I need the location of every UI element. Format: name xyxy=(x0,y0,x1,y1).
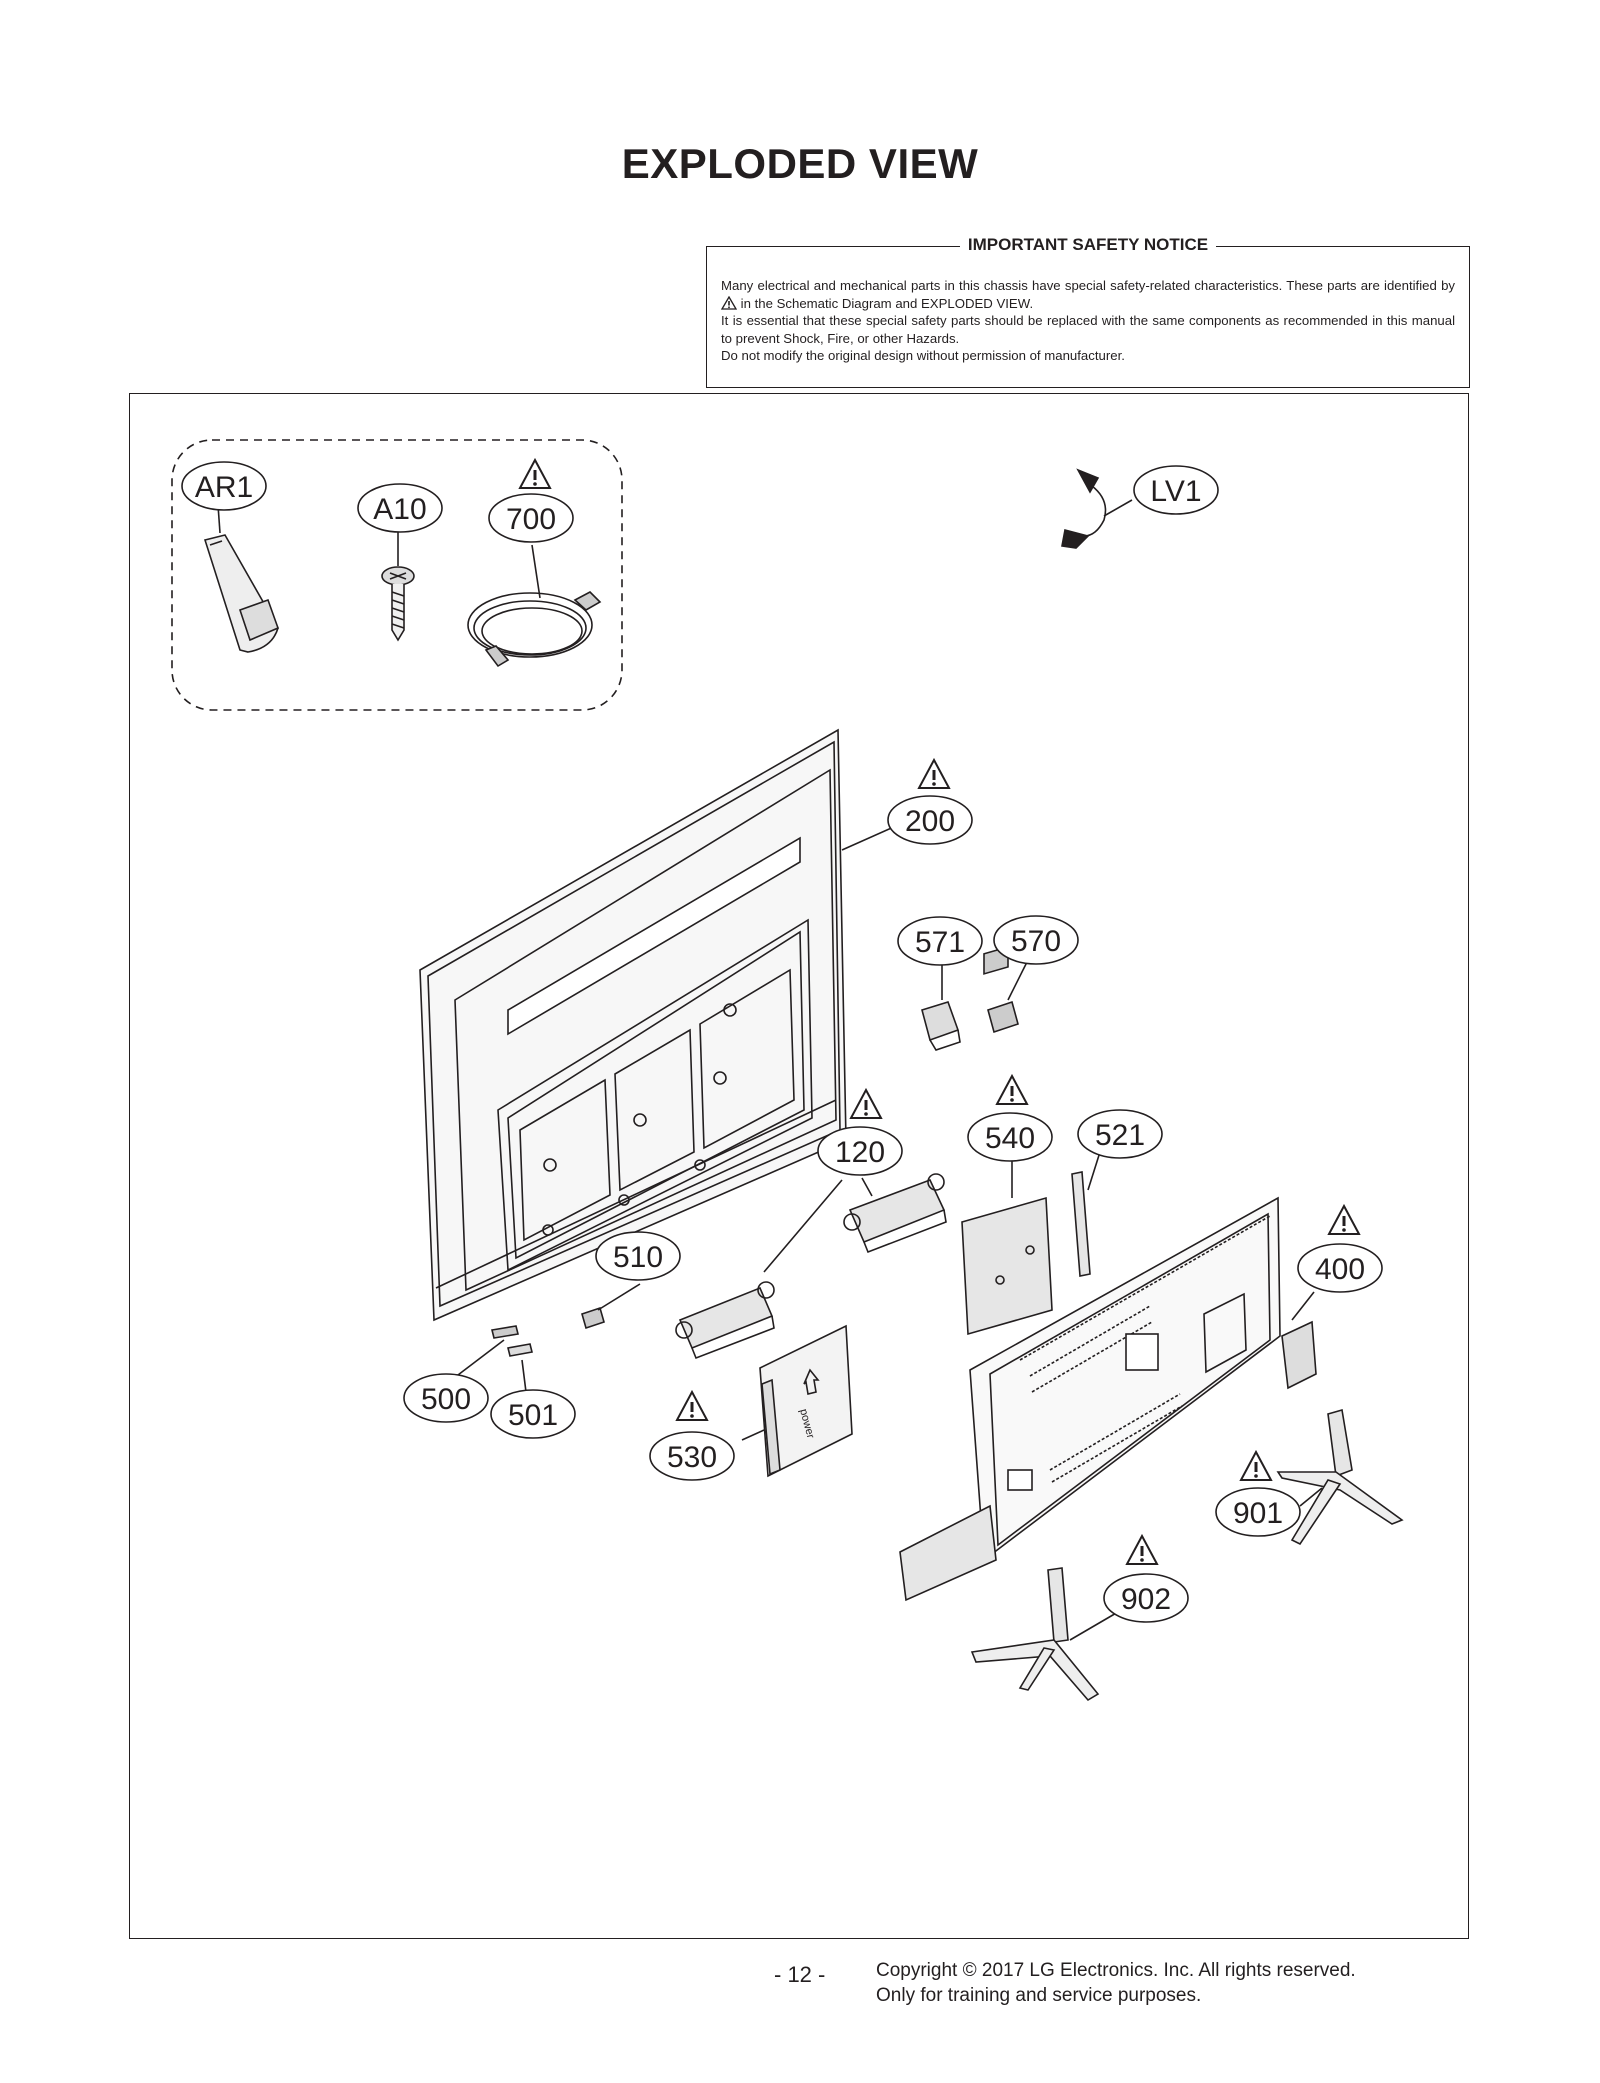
warning-icon xyxy=(1327,1204,1361,1236)
label-ar1: AR1 xyxy=(195,471,253,504)
warning-icon xyxy=(1239,1450,1273,1482)
callout-a10 xyxy=(357,483,443,533)
label-500: 500 xyxy=(421,1383,471,1416)
front-cabinet-part xyxy=(899,1196,1317,1602)
warning-icon xyxy=(849,1088,883,1120)
small-part-501 xyxy=(507,1343,533,1357)
label-501: 501 xyxy=(508,1399,558,1432)
warning-icon xyxy=(721,295,737,310)
stand-part-right xyxy=(1276,1408,1404,1546)
footer-copyright: Copyright © 2017 LG Electronics. Inc. Al… xyxy=(876,1958,1356,2008)
label-901: 901 xyxy=(1233,1497,1283,1530)
callout-521 xyxy=(1077,1109,1163,1159)
callout-540 xyxy=(967,1112,1053,1162)
screw-part xyxy=(381,566,415,642)
page-number: - 12 - xyxy=(774,1962,826,1987)
label-530: 530 xyxy=(667,1441,717,1474)
training-line: Only for training and service purposes. xyxy=(876,1985,1202,2006)
warning-icon xyxy=(518,458,552,490)
callout-570 xyxy=(993,915,1079,965)
power-board-part: power xyxy=(759,1324,853,1478)
small-part-500 xyxy=(491,1325,519,1339)
callout-500 xyxy=(403,1373,489,1423)
label-200: 200 xyxy=(905,805,955,838)
label-120: 120 xyxy=(835,1136,885,1169)
label-521: 521 xyxy=(1095,1119,1145,1152)
remote-control-part xyxy=(203,534,280,653)
safety-notice-title: IMPORTANT SAFETY NOTICE xyxy=(959,235,1217,254)
callout-571 xyxy=(897,916,983,966)
label-lv1: LV1 xyxy=(1150,475,1201,508)
safety-notice-body: Many electrical and mechanical parts in … xyxy=(721,277,1455,365)
ir-board-part-571 xyxy=(921,1001,961,1051)
warning-icon xyxy=(995,1074,1029,1106)
button-board-part-570 xyxy=(987,1000,1019,1034)
bracket-part-521 xyxy=(1071,1171,1091,1277)
callout-200 xyxy=(887,795,973,845)
notice-line-2: It is essential that these special safet… xyxy=(721,313,1455,346)
callout-501 xyxy=(490,1389,576,1439)
callout-901 xyxy=(1215,1487,1301,1537)
callout-700 xyxy=(488,493,574,543)
rear-cover-part xyxy=(419,728,847,1322)
callout-120 xyxy=(817,1126,903,1176)
callout-902 xyxy=(1103,1573,1189,1623)
diagram-frame xyxy=(129,393,1469,1939)
notice-line-1-end: in the Schematic Diagram and EXPLODED VI… xyxy=(740,295,1034,311)
warning-icon xyxy=(917,758,951,790)
notice-line-3: Do not modify the original design withou… xyxy=(721,348,1125,363)
accessories-group xyxy=(171,439,623,711)
callout-510 xyxy=(595,1231,681,1281)
connector-part-510 xyxy=(581,1306,605,1330)
label-510: 510 xyxy=(613,1241,663,1274)
label-a10: A10 xyxy=(373,493,426,526)
warning-icon xyxy=(1125,1534,1159,1566)
page-title: EXPLODED VIEW xyxy=(621,140,979,187)
warning-icon xyxy=(675,1390,709,1422)
speaker-part-right xyxy=(843,1173,947,1254)
callout-400 xyxy=(1297,1243,1383,1293)
label-400: 400 xyxy=(1315,1253,1365,1286)
callout-ar1 xyxy=(181,461,267,511)
label-540: 540 xyxy=(985,1122,1035,1155)
label-700: 700 xyxy=(506,503,556,536)
callout-530 xyxy=(649,1431,735,1481)
notice-line-1: Many electrical and mechanical parts in … xyxy=(721,278,1455,293)
power-cord-part xyxy=(467,591,602,668)
stand-part-left xyxy=(970,1567,1100,1702)
callout-lv1 xyxy=(1133,465,1219,515)
speaker-part-left xyxy=(675,1281,775,1360)
copyright-line: Copyright © 2017 LG Electronics. Inc. Al… xyxy=(876,1960,1356,1981)
label-902: 902 xyxy=(1121,1583,1171,1616)
label-570: 570 xyxy=(1011,925,1061,958)
safety-notice-box: IMPORTANT SAFETY NOTICE Many electrical … xyxy=(706,235,1470,388)
label-571: 571 xyxy=(915,926,965,959)
lvds-cable-part xyxy=(1061,468,1133,549)
main-board-part xyxy=(961,945,1053,1336)
